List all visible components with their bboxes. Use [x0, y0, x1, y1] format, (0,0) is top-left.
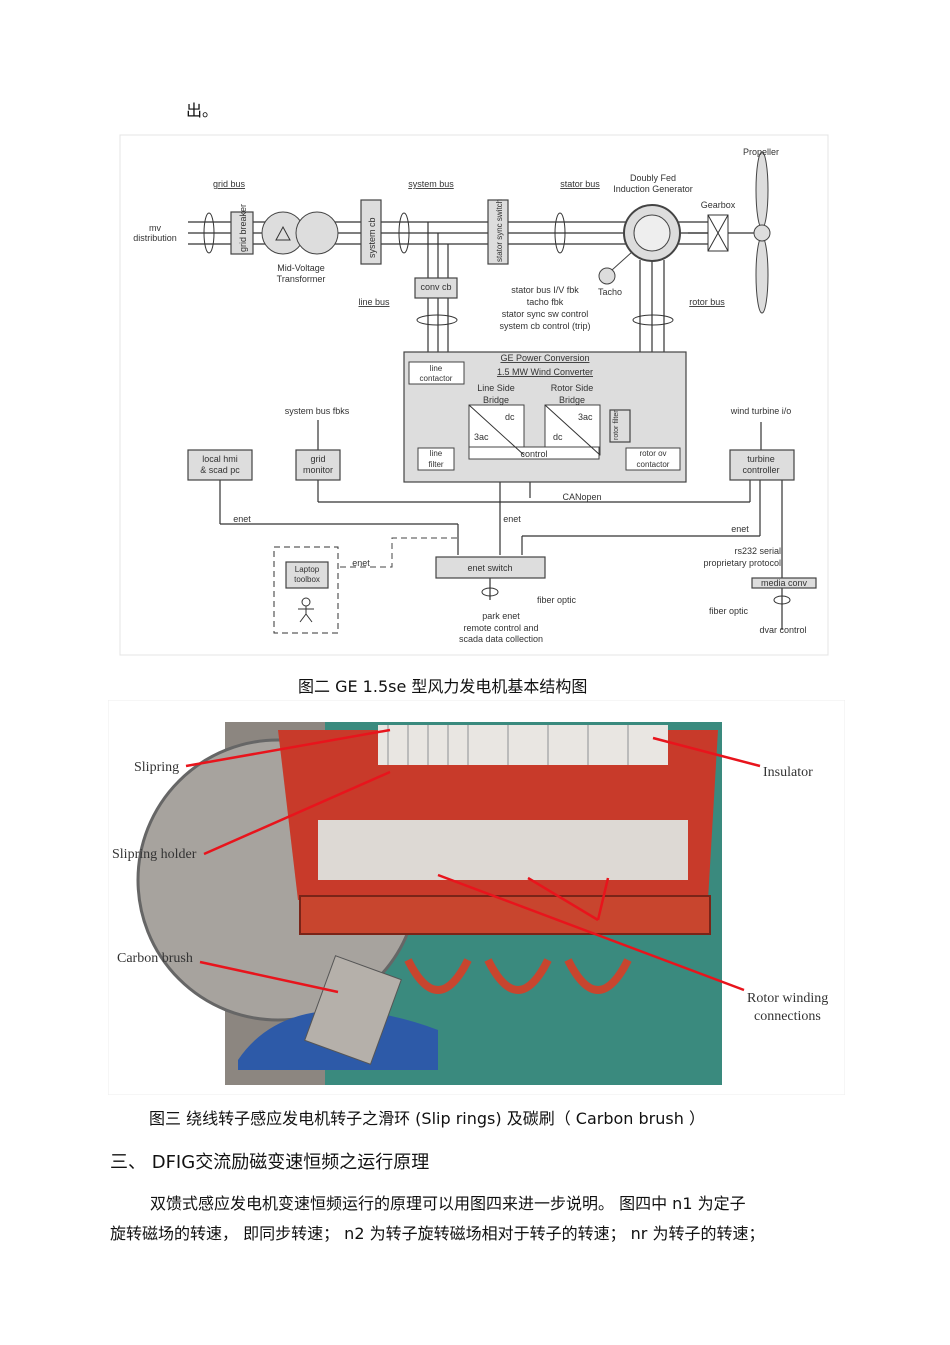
label-rotor-winding-2: connections: [754, 1009, 821, 1024]
label-line-bus: line bus: [358, 297, 390, 307]
signal-label: stator bus I/V fbk: [511, 285, 579, 295]
label-grid-breaker: grid breaker: [238, 204, 248, 252]
signal-label: system cb control (trip): [499, 321, 590, 331]
label-grid-monitor-1: grid: [310, 454, 325, 464]
paragraph-line: 双馈式感应发电机变速恒频运行的原理可以用图四来进一步说明。 图四中 n1 为定子: [150, 1194, 746, 1213]
label-enet-switch: enet switch: [467, 563, 512, 573]
label-slipring: Slipring: [134, 760, 179, 775]
label-line-filter-2: filter: [428, 460, 443, 469]
signal-label: stator sync sw control: [502, 309, 589, 319]
label-fiber-optic: fiber optic: [537, 595, 577, 605]
figure-3-photo: Slipring Slipring holder Carbon brush In…: [108, 700, 845, 1095]
label-conv-cb: conv cb: [420, 282, 451, 292]
label-park-enet-2: remote control and: [463, 623, 538, 633]
converter-title-2: 1.5 MW Wind Converter: [497, 367, 593, 377]
figure-3-caption: 图三 绕线转子感应发电机转子之滑环 (Slip rings) 及碳刷（ Carb…: [149, 1109, 705, 1128]
label-system-bus: system bus: [408, 179, 454, 189]
label-rotor-filter: rotor filter: [613, 410, 620, 440]
label-system-cb: system cb: [367, 217, 377, 258]
label-rotor-bus: rotor bus: [689, 297, 725, 307]
label-distribution: distribution: [133, 233, 177, 243]
label-rotor-side-1: Rotor Side: [551, 383, 594, 393]
label-turbine-controller-1: turbine: [747, 454, 775, 464]
label-laptop-1: Laptop: [295, 565, 320, 574]
label-rotor-winding-1: Rotor winding: [747, 991, 828, 1006]
label-transformer-2: Transformer: [277, 274, 326, 284]
label-fiber-optic: fiber optic: [709, 606, 749, 616]
label-enet: enet: [503, 514, 521, 524]
label-stator-bus: stator bus: [560, 179, 600, 189]
label-turbine-controller-2: controller: [742, 465, 779, 475]
label-laptop-2: toolbox: [294, 575, 320, 584]
label-mv: mv: [149, 223, 161, 233]
label-system-bus-fbks: system bus fbks: [285, 406, 350, 416]
label-stator-sync-switch: stator sync switch: [495, 199, 504, 262]
label-grid-bus: grid bus: [213, 179, 246, 189]
label-park-enet-3: scada data collection: [459, 634, 543, 644]
label-propeller: Propeller: [743, 147, 779, 157]
label-line-side-1: Line Side: [477, 383, 515, 393]
label-dc: dc: [553, 432, 563, 442]
label-media-conv: media conv: [761, 578, 808, 588]
label-3ac: 3ac: [474, 432, 489, 442]
figure-2-diagram: mv distribution grid bus grid breaker Mi…: [119, 134, 829, 656]
label-rs232-2: proprietary protocol: [703, 558, 781, 568]
label-park-enet-1: park enet: [482, 611, 520, 621]
paragraph-line: 旋转磁场的转速， 即同步转速； n2 为转子旋转磁场相对于转子的转速； nr 为…: [110, 1224, 765, 1243]
label-line-contactor-1: line: [430, 364, 443, 373]
top-text: 出。: [186, 101, 219, 120]
label-insulator: Insulator: [763, 765, 813, 780]
label-dc: dc: [505, 412, 515, 422]
label-wind-turbine-io: wind turbine i/o: [730, 406, 792, 416]
label-rotor-ov-1: rotor ov: [639, 449, 666, 458]
converter-title-1: GE Power Conversion: [500, 353, 589, 363]
label-line-contactor-2: contactor: [420, 374, 453, 383]
label-slipring-holder: Slipring holder: [112, 847, 197, 862]
label-enet: enet: [731, 524, 749, 534]
label-gearbox: Gearbox: [701, 200, 736, 210]
label-local-hmi-1: local hmi: [202, 454, 238, 464]
label-line-filter-1: line: [430, 449, 443, 458]
label-local-hmi-2: & scad pc: [200, 465, 240, 475]
section-heading: 三、 DFIG交流励磁变速恒频之运行原理: [110, 1152, 430, 1173]
label-control: control: [520, 449, 547, 459]
label-grid-monitor-2: monitor: [303, 465, 333, 475]
label-dfig-1: Doubly Fed: [630, 173, 676, 183]
label-dfig-2: Induction Generator: [613, 184, 693, 194]
signal-label: tacho fbk: [527, 297, 564, 307]
figure-2-caption: 图二 GE 1.5se 型风力发电机基本结构图: [298, 677, 588, 696]
label-rs232-1: rs232 serial: [734, 546, 781, 556]
label-carbon-brush: Carbon brush: [117, 951, 193, 966]
label-dvar-control: dvar control: [759, 625, 806, 635]
label-enet: enet: [233, 514, 251, 524]
label-canopen: CANopen: [562, 492, 601, 502]
label-line-side-2: Bridge: [483, 395, 509, 405]
label-3ac: 3ac: [578, 412, 593, 422]
label-enet: enet: [352, 558, 370, 568]
label-rotor-side-2: Bridge: [559, 395, 585, 405]
label-rotor-ov-2: contactor: [637, 460, 670, 469]
label-transformer-1: Mid-Voltage: [277, 263, 325, 273]
label-tacho: Tacho: [598, 287, 622, 297]
